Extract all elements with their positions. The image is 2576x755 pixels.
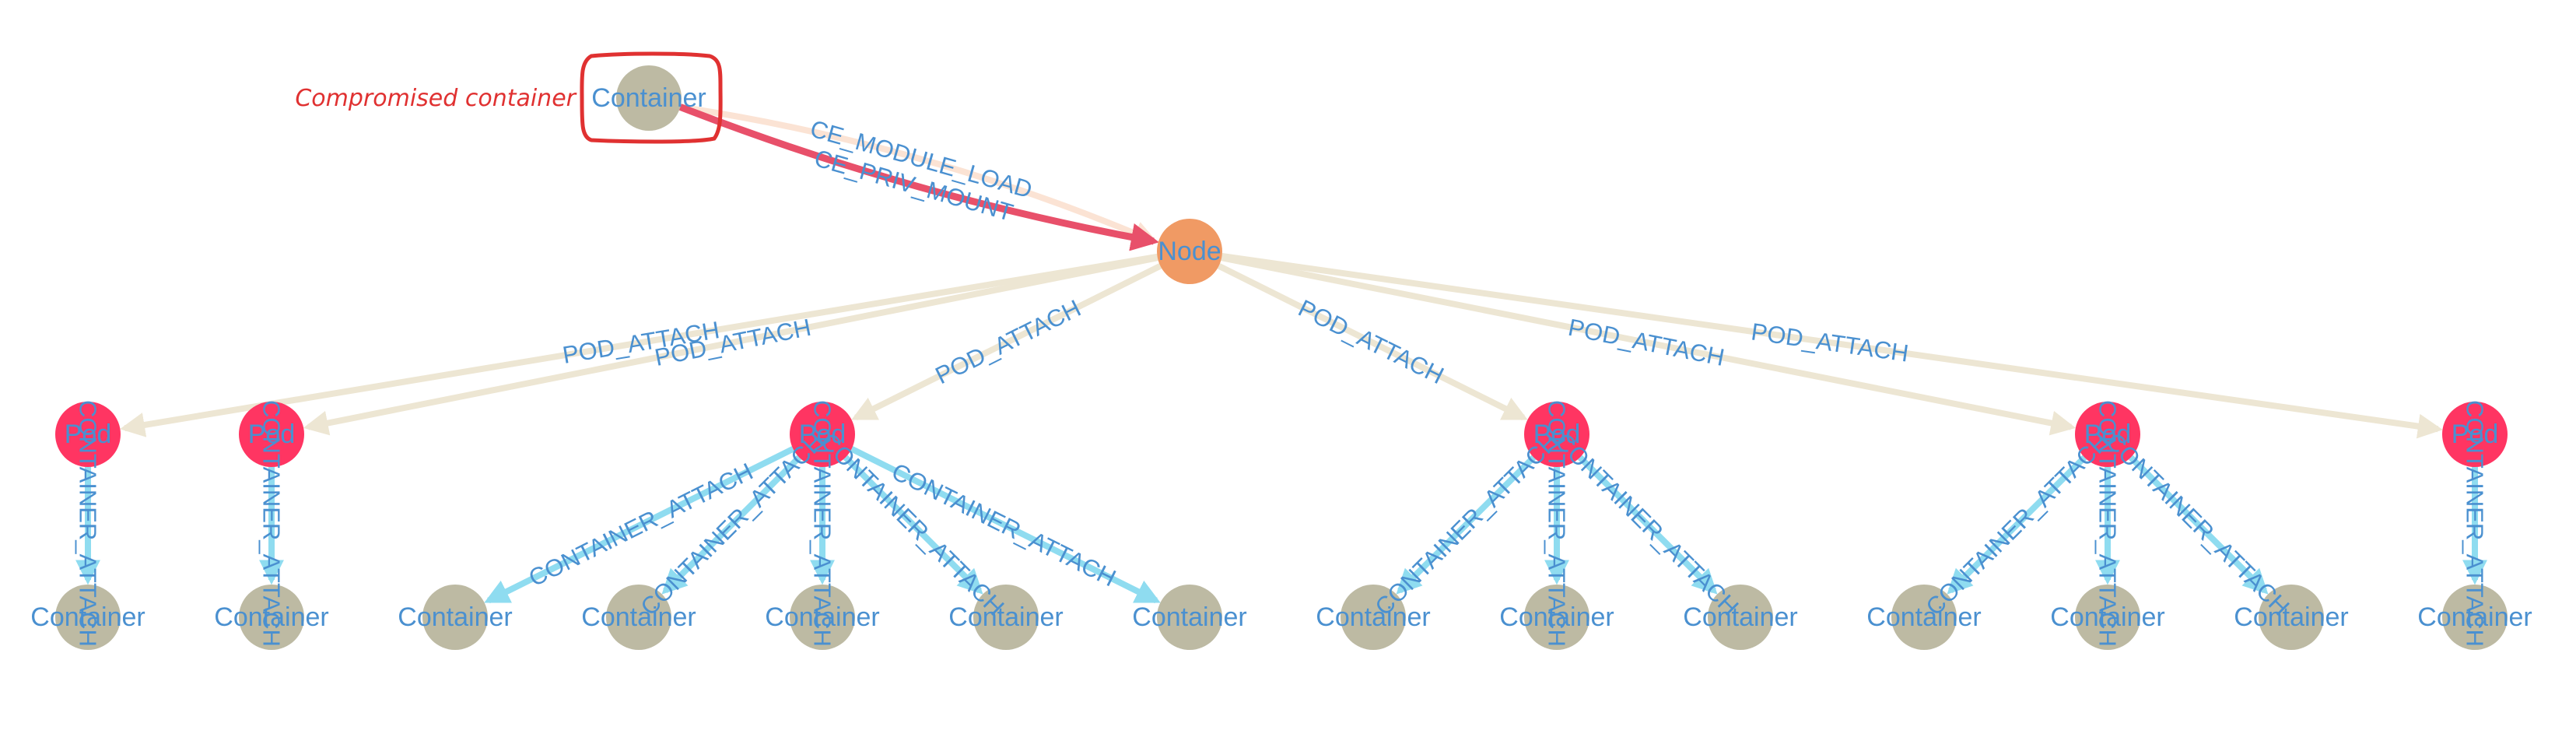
pod-node-label: Pod [248,420,296,449]
edge-container-attach-p4-c8 [1396,455,1537,595]
pod-node[interactable] [790,402,855,467]
nodes-layer [55,65,2508,650]
edge-label: CONTAINER_ATTACH [1550,427,1744,620]
pod-node[interactable] [55,402,121,467]
edge-labels-layer: CE_MODULE_LOADCE_PRIV_MOUNTPOD_ATTACHPOD… [75,114,2489,647]
pod-node[interactable] [2075,402,2140,467]
edge-pod-attach-n1-p2 [303,255,1158,436]
container-node-label: Container [214,602,328,632]
pod-node[interactable] [239,402,304,467]
edge-label: CONTAINER_ATTACH [1920,427,2114,620]
container-node[interactable] [1524,585,1589,650]
edge-label: CONTAINER_ATTACH [2094,400,2122,647]
container-node-label: Container [1499,602,1614,632]
edge-label: CONTAINER_ATTACH [1544,400,1571,647]
container-node[interactable] [1341,585,1406,650]
edge-ce-priv-mount-c0-n1 [678,104,1159,251]
container-node[interactable] [1708,585,1773,650]
container-node-label: Container [1132,602,1246,632]
container-node[interactable] [1891,585,1957,650]
edge-ce-module-load-c0-n1 [679,104,1158,245]
container-node-label: Container [948,602,1063,632]
edge-container-attach-p3-c7 [850,446,1161,604]
compromised-annotation-label: Compromised container [295,85,577,112]
container-node-label: Container [581,602,696,632]
edge-container-attach-p3-c3 [484,446,795,604]
container-node[interactable] [790,585,855,650]
edge-label: CONTAINER_ATTACH [258,400,286,647]
compromised-highlight-box [580,51,723,144]
edge-label: CONTAINER_ATTACH [2101,427,2294,620]
pod-node-label: Pod [2452,420,2499,449]
pod-node[interactable] [2442,402,2508,467]
edge-label: POD_ATTACH [931,294,1085,389]
container-node[interactable] [2442,585,2508,650]
edge-container-attach-p4-c10 [1577,455,1718,595]
container-node-label: Container [1316,602,1430,632]
edge-pod-attach-n1-p4 [1217,263,1528,421]
edge-pod-attach-n1-p1 [120,253,1158,437]
edge-label: POD_ATTACH [1294,294,1448,389]
container-node-label: Container [765,602,879,632]
pod-node-label: Pod [1533,420,1581,449]
pod-node[interactable] [1524,402,1589,467]
container-node-label: Container [2050,602,2164,632]
edge-container-attach-p3-c6 [843,455,983,595]
pod-node-label: Pod [2084,420,2132,449]
edge-pod-attach-n1-p5 [1221,255,2077,436]
container-node-label: Container [1866,602,1981,632]
edge-pod-attach-n1-p6 [1221,252,2443,439]
node-node-label: Node [1158,237,1221,266]
container-node-compromised[interactable] [616,65,682,131]
edge-pod-attach-n1-p3 [851,263,1162,421]
edge-label: CONTAINER_ATTACH [1369,427,1563,620]
container-node[interactable] [2075,585,2140,650]
edge-label: CONTAINER_ATTACH [75,400,102,647]
edge-container-attach-p5-c11 [1947,455,2087,595]
container-node[interactable] [2259,585,2324,650]
container-node-label: Container [2234,602,2348,632]
pod-node-label: Pod [799,420,846,449]
edge-container-attach-p5-c13 [2128,455,2269,595]
container-node[interactable] [606,585,671,650]
edge-label: CONTAINER_ATTACH [2462,400,2489,647]
container-node-label: Container [591,83,706,113]
edges-layer [75,104,2487,604]
container-node-label: Container [1683,602,1797,632]
edge-label: POD_ATTACH [1750,318,1911,367]
container-node-label: Container [398,602,512,632]
container-node-label: Container [2417,602,2532,632]
container-node[interactable] [422,585,488,650]
node-node[interactable] [1157,219,1222,284]
compromised-annotation: Compromised container [295,51,723,144]
container-node[interactable] [1157,585,1222,650]
container-node[interactable] [239,585,304,650]
container-node[interactable] [973,585,1039,650]
edge-label: CONTAINER_ATTACH [809,400,836,647]
pod-node-label: Pod [65,420,112,449]
container-node-label: Container [30,602,145,632]
edge-container-attach-p3-c4 [661,455,802,595]
container-node[interactable] [55,585,121,650]
